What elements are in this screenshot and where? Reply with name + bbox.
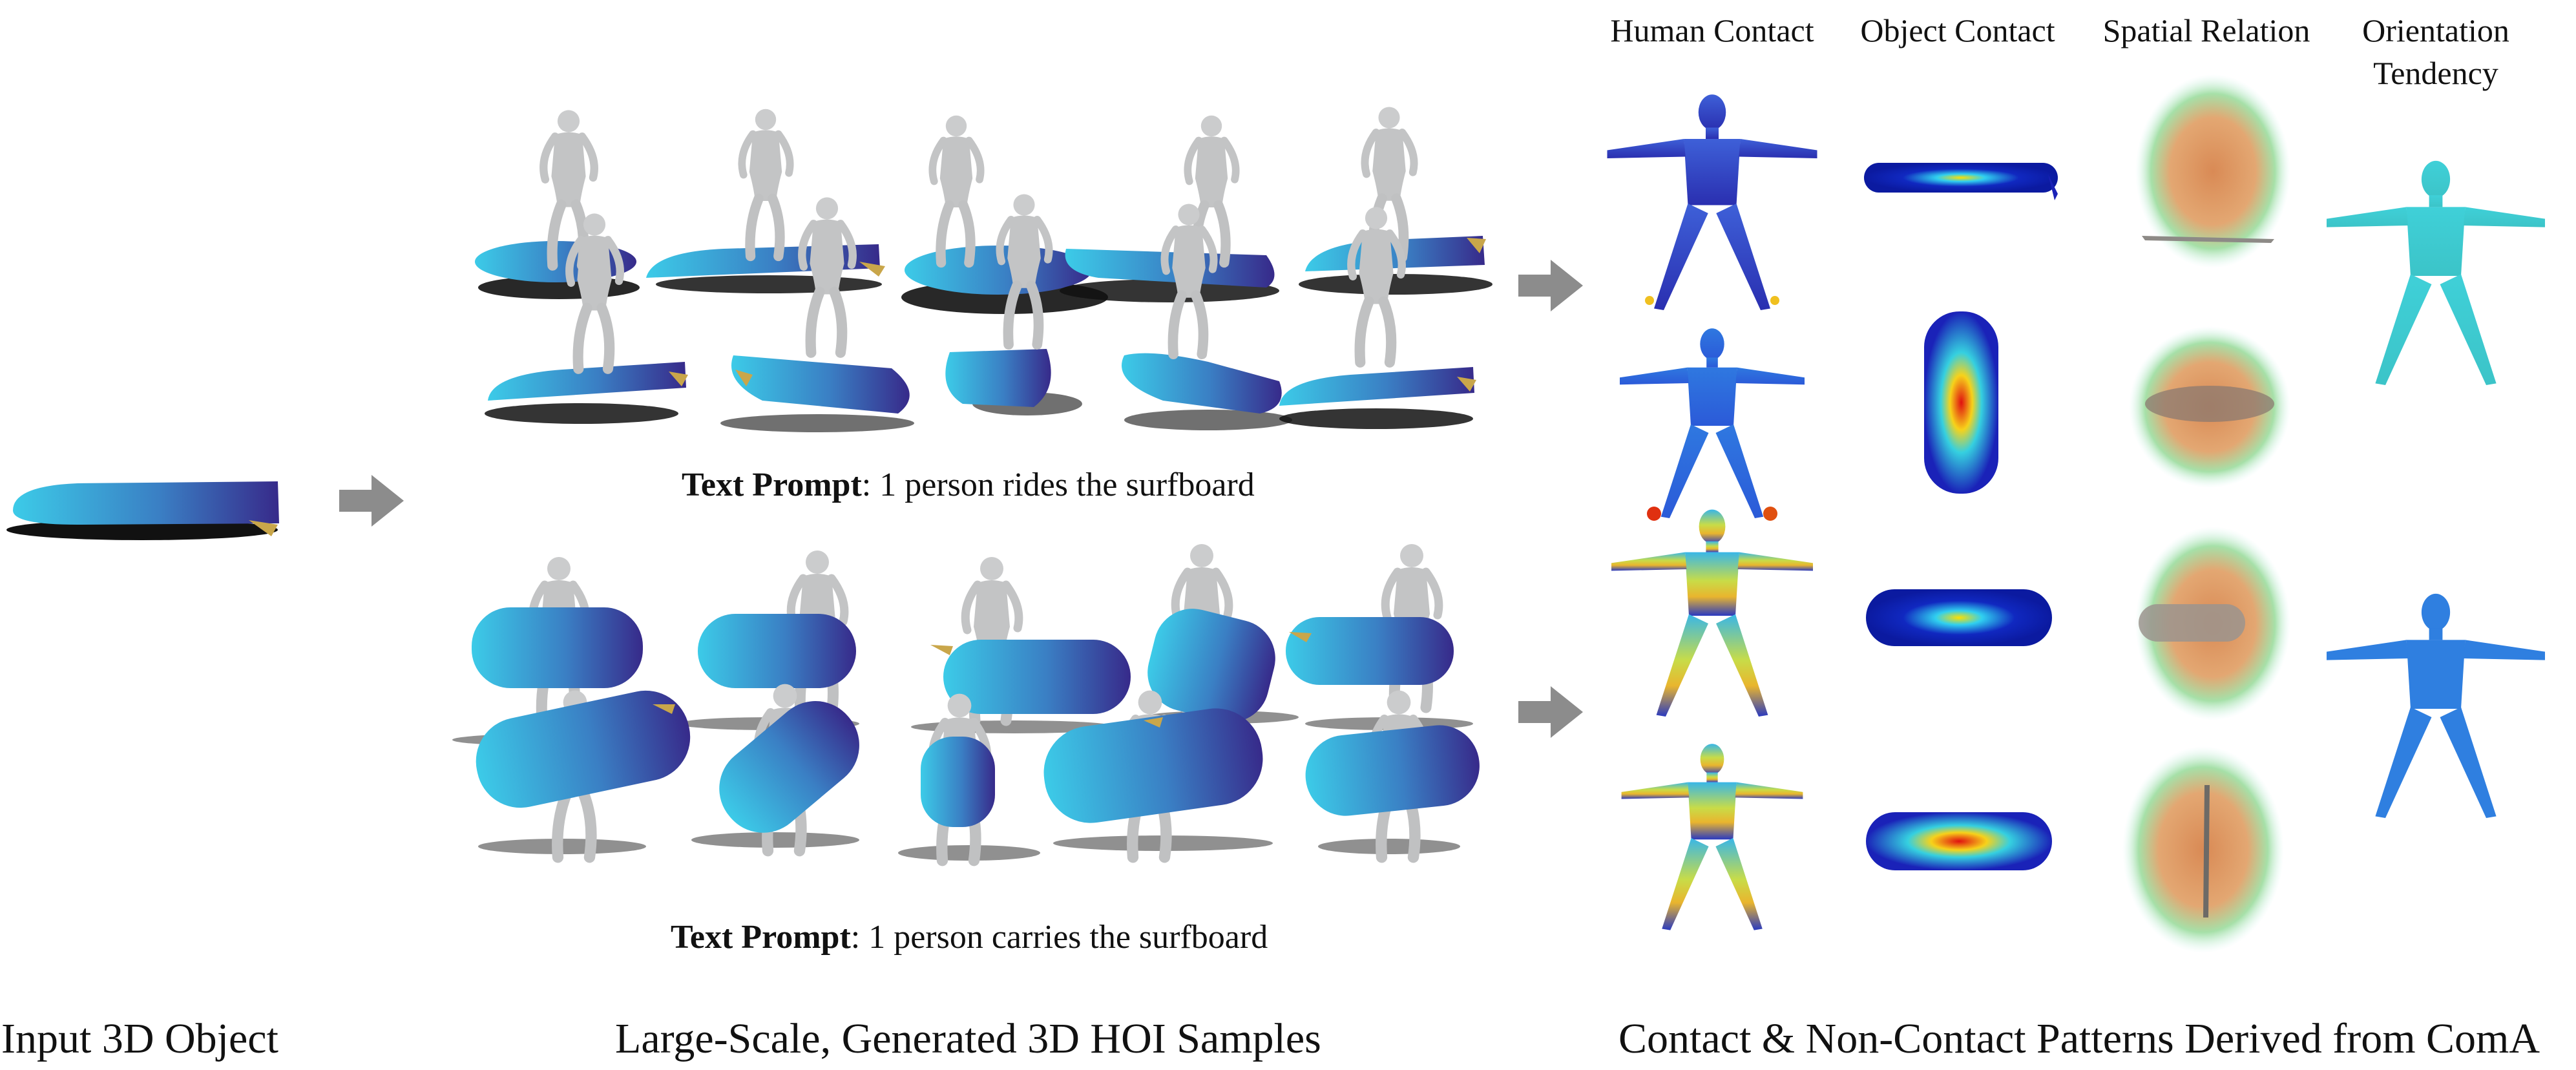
prompt-ride-bold: Text Prompt [682, 467, 862, 503]
ride-board-8 [945, 349, 1082, 415]
label-patterns: Contact & Non-Contact Patterns Derived f… [1618, 1015, 2540, 1062]
human-contact-carry-2 [1621, 744, 1803, 930]
input-surfboard [6, 481, 279, 540]
object-contact-ride-2 [1924, 311, 1998, 494]
prompt-carry: Text Prompt: 1 person carries the surfbo… [671, 916, 1268, 959]
object-contact-carry-1 [1866, 589, 2052, 646]
ride-samples [475, 107, 1492, 432]
header-human-contact: Human Contact [1610, 12, 1814, 48]
ride-board-7 [720, 355, 914, 432]
human-contact-ride-1 [1607, 94, 1817, 310]
arrow-right-icon [339, 475, 404, 527]
label-input-object: Input 3D Object [1, 1015, 278, 1062]
human-contact-ride-2 [1620, 328, 1805, 518]
ride-board-10 [1279, 367, 1476, 429]
spatial-relation-carry-2 [2122, 746, 2284, 953]
header-orientation: Orientation Tendency [2339, 9, 2533, 94]
label-generated-samples: Large-Scale, Generated 3D HOI Samples [615, 1015, 1321, 1062]
object-contact-carry-2 [1866, 812, 2052, 870]
prompt-carry-text: : 1 person carries the surfboard [850, 919, 1268, 956]
spatial-relation-carry-1 [2135, 527, 2290, 720]
header-spatial-relation: Spatial Relation [2102, 12, 2310, 48]
spatial-relation-ride-1 [2135, 74, 2290, 268]
ride-board-9 [1122, 353, 1292, 430]
prompt-ride: Text Prompt: 1 person rides the surfboar… [682, 464, 1255, 507]
orientation-carry [2327, 593, 2545, 818]
spatial-relation-ride-2 [2129, 326, 2290, 488]
arrow-right-icon [1518, 686, 1583, 738]
arrow-right-icon [1518, 260, 1583, 311]
ride-board-4 [1060, 249, 1279, 302]
carry-samples [452, 544, 1480, 861]
object-contact-ride-1 [1864, 163, 2058, 200]
header-orientation-line1: Orientation [2362, 12, 2509, 48]
header-object-contact: Object Contact [1860, 12, 2055, 48]
orientation-ride [2327, 160, 2545, 385]
header-orientation-line2: Tendency [2373, 55, 2498, 91]
human-contact-carry-1 [1611, 509, 1813, 717]
prompt-carry-bold: Text Prompt [671, 919, 851, 956]
ride-board-6 [485, 362, 688, 424]
prompt-ride-text: : 1 person rides the surfboard [861, 467, 1255, 503]
